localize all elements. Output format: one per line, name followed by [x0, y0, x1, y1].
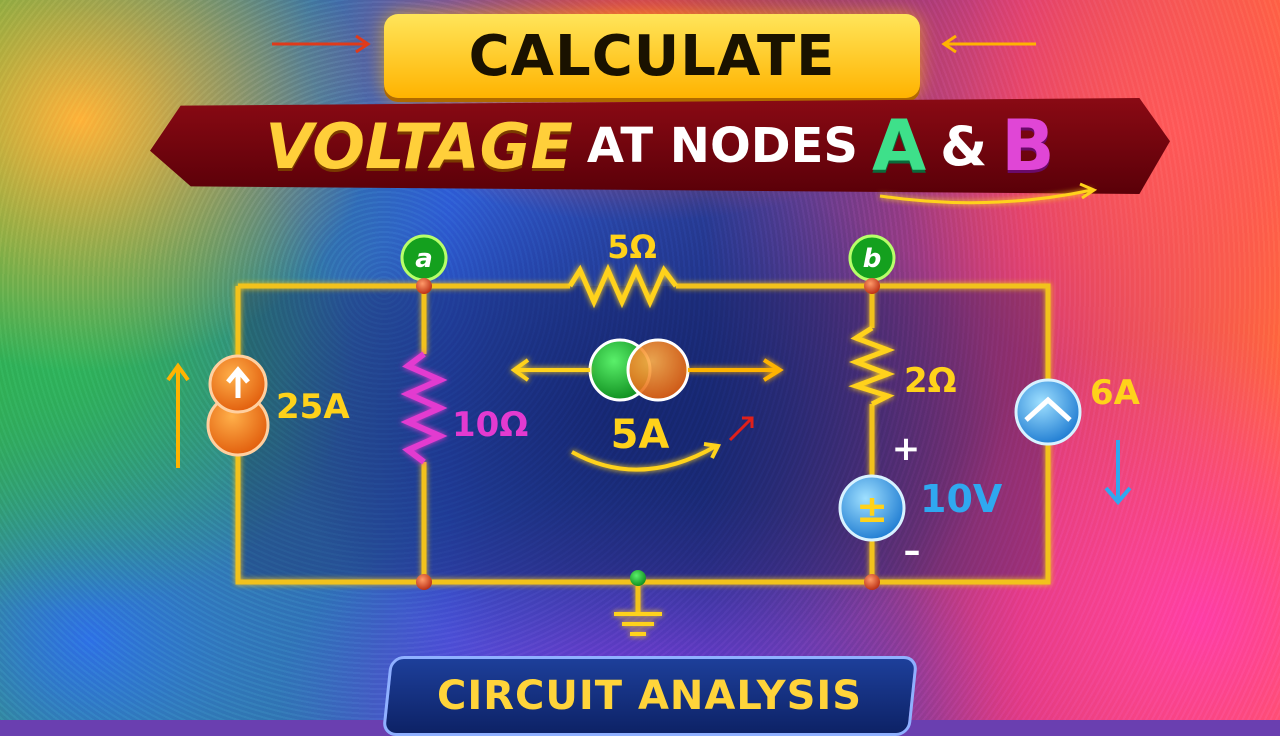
circuit-panel	[238, 286, 1048, 582]
title-arrow-right-icon	[941, 34, 1036, 54]
ground-node	[630, 570, 646, 586]
current-source-5a	[588, 338, 690, 402]
title-banner	[150, 98, 1170, 194]
circuit-wires	[235, 283, 1051, 612]
circuit-diagram: a b ± + –	[166, 34, 1141, 636]
label-25a: 25A	[276, 387, 350, 427]
title-node-a: A	[871, 105, 927, 187]
label-6a: 6A	[1090, 373, 1141, 413]
label-10v: 10V	[920, 477, 1003, 521]
junction-b	[864, 278, 880, 294]
small-red-arrow-icon	[728, 416, 754, 442]
title-ampersand: &	[940, 114, 988, 178]
title-at-nodes: AT NODES	[586, 118, 858, 174]
title-swoosh-icon	[879, 188, 1093, 205]
voltage-source-10v	[838, 474, 906, 542]
junction-a	[416, 278, 432, 294]
curved-arrowhead-icon	[703, 442, 722, 459]
footer-pill: CIRCUIT ANALYSIS	[381, 656, 919, 736]
double-arrow-right-icon	[688, 358, 784, 382]
title-swoosh-arrowhead-icon	[1079, 182, 1098, 200]
arrow-up-icon	[166, 362, 190, 468]
title-node-b: B	[1001, 105, 1055, 187]
ground-icon	[614, 612, 662, 636]
title-calculate: CALCULATE	[468, 23, 836, 89]
node-a-label: a	[415, 244, 433, 274]
resistor-10-ohm	[400, 351, 448, 465]
double-arrow-left-icon	[510, 358, 590, 382]
label-2-ohm: 2Ω	[904, 361, 957, 401]
label-5-ohm: 5Ω	[607, 228, 656, 266]
junction-bottom-left	[416, 574, 432, 590]
curved-arrow-icon	[571, 444, 718, 472]
vsource-symbol: ±	[856, 487, 888, 531]
label-10-ohm: 10Ω	[452, 405, 528, 445]
arrow-down-icon	[1104, 440, 1132, 506]
node-b-label: b	[863, 244, 882, 274]
current-source-25a	[206, 354, 270, 457]
plus-sign: +	[892, 429, 921, 469]
footer-label: CIRCUIT ANALYSIS	[437, 673, 863, 719]
minus-sign: –	[904, 531, 921, 571]
resistor-2-ohm	[848, 325, 896, 407]
title-banner-text: VOLTAGE AT NODES A & B	[150, 98, 1170, 194]
current-source-6a	[1014, 378, 1082, 446]
title-pill: CALCULATE	[384, 14, 920, 98]
title-arrow-left-icon	[272, 34, 371, 54]
junction-bottom-right	[864, 574, 880, 590]
resistor-5-ohm	[567, 263, 678, 309]
title-voltage: VOLTAGE	[265, 109, 573, 183]
label-5a: 5A	[611, 412, 670, 458]
